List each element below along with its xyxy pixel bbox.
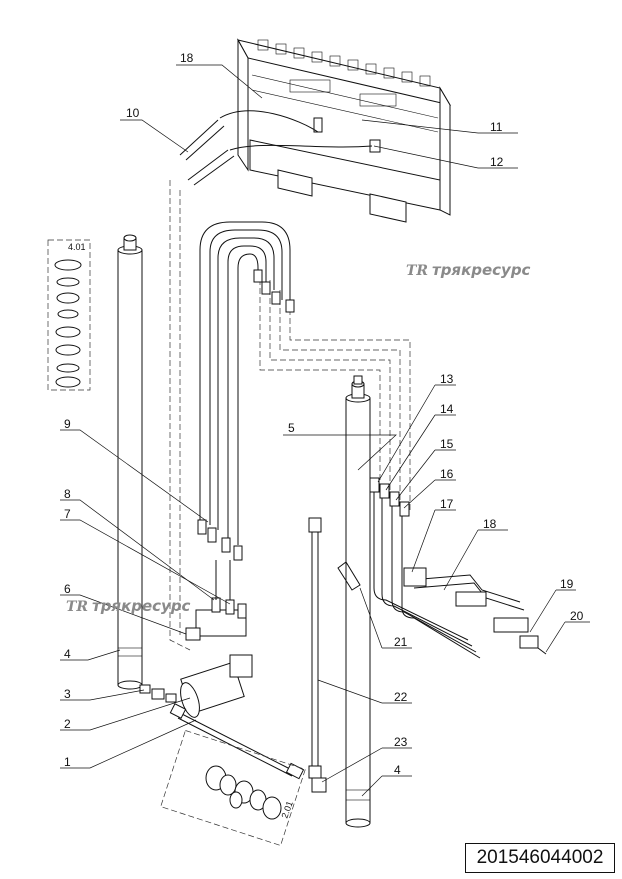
callout-5: 6 xyxy=(64,582,71,596)
watermark-logo: TR xyxy=(66,599,88,615)
callout-7: 8 xyxy=(64,487,71,501)
callout-labels: 18 10 11 12 13 14 15 16 17 18 19 20 5 9 … xyxy=(64,51,584,820)
seal-kit-4-01 xyxy=(47,239,91,391)
watermark-text: трякресурс xyxy=(92,597,191,615)
fitting-3-left xyxy=(139,684,177,703)
kit-label-4-01: 4.01 xyxy=(68,242,86,252)
callout-23: 23 xyxy=(394,735,408,749)
callout-16: 16 xyxy=(440,467,454,481)
callout-17: 17 xyxy=(440,497,454,511)
seal-kit-2-01 xyxy=(160,730,306,846)
callout-20: 20 xyxy=(570,609,584,623)
callout-8: 9 xyxy=(64,417,71,431)
callout-19: 19 xyxy=(560,577,574,591)
lower-hose xyxy=(169,703,305,780)
callout-18: 18 xyxy=(483,517,497,531)
document-number: 201546044002 xyxy=(465,843,615,873)
watermark-logo: TR xyxy=(406,263,428,279)
callout-12: 12 xyxy=(490,155,504,169)
callout-4-left: 4 xyxy=(64,647,71,661)
callout-13: 13 xyxy=(440,372,454,386)
leader-lines xyxy=(60,64,590,797)
frame-hoses xyxy=(179,110,373,186)
valve-block xyxy=(185,560,247,641)
callout-6: 7 xyxy=(64,507,71,521)
callout-11: 11 xyxy=(490,120,503,134)
callout-3-right: 4 xyxy=(394,763,401,777)
u-hoses xyxy=(197,221,295,561)
flow-divider xyxy=(180,654,253,718)
callout-10: 18 xyxy=(180,51,194,65)
watermark-text: трякресурс xyxy=(432,261,531,279)
watermark-top-right: TR трякресурс xyxy=(406,261,531,279)
tube-bundle-right xyxy=(369,477,547,659)
callout-14: 14 xyxy=(440,402,454,416)
callout-21: 21 xyxy=(394,635,408,649)
watermark-lower-left: TR трякресурс xyxy=(66,597,191,615)
callout-22: 22 xyxy=(394,690,408,704)
lift-cylinder-left xyxy=(117,234,143,690)
callout-3-left: 3 xyxy=(64,687,71,701)
callout-1: 1 xyxy=(64,755,71,769)
kit-label-2-01: 2.01 xyxy=(280,800,295,820)
callout-9: 10 xyxy=(126,106,140,120)
fork-carriage-frame xyxy=(237,38,452,223)
lift-cylinder-right xyxy=(345,375,371,828)
callout-15: 15 xyxy=(440,437,454,451)
hose-routing-dashed xyxy=(169,180,411,651)
callout-4-right: 5 xyxy=(288,421,295,435)
callout-2: 2 xyxy=(64,717,71,731)
